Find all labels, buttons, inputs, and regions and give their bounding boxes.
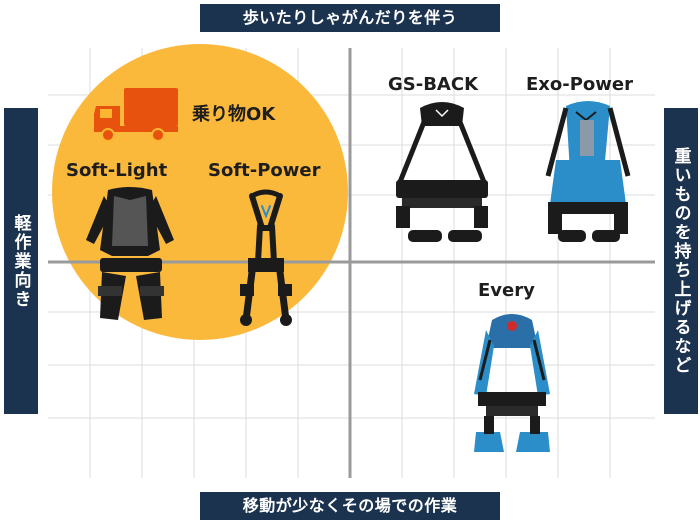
every-image [474,314,550,452]
vehicle-ok-zone [52,44,348,340]
soft-power-label: Soft-Power [208,160,321,181]
axis-label-top: 歩いたりしゃがんだりを伴う [200,4,500,32]
soft-light-label: Soft-Light [66,160,168,181]
exo-power-image [545,101,631,242]
truck-icon [94,88,178,142]
axis-label-right: 重いものを持ち上げるなど [664,108,698,414]
gs-back-image [396,102,488,242]
soft-light-image [86,187,174,320]
exo-power-label: Exo-Power [526,74,634,95]
every-label: Every [478,280,535,301]
axis-label-left: 軽作業向き [4,108,38,414]
vehicle-ok-label: 乗り物OK [192,104,276,125]
axis-label-bottom: 移動が少なくその場での作業 [200,492,500,520]
gs-back-label: GS-BACK [388,74,479,95]
soft-power-image [240,189,292,326]
